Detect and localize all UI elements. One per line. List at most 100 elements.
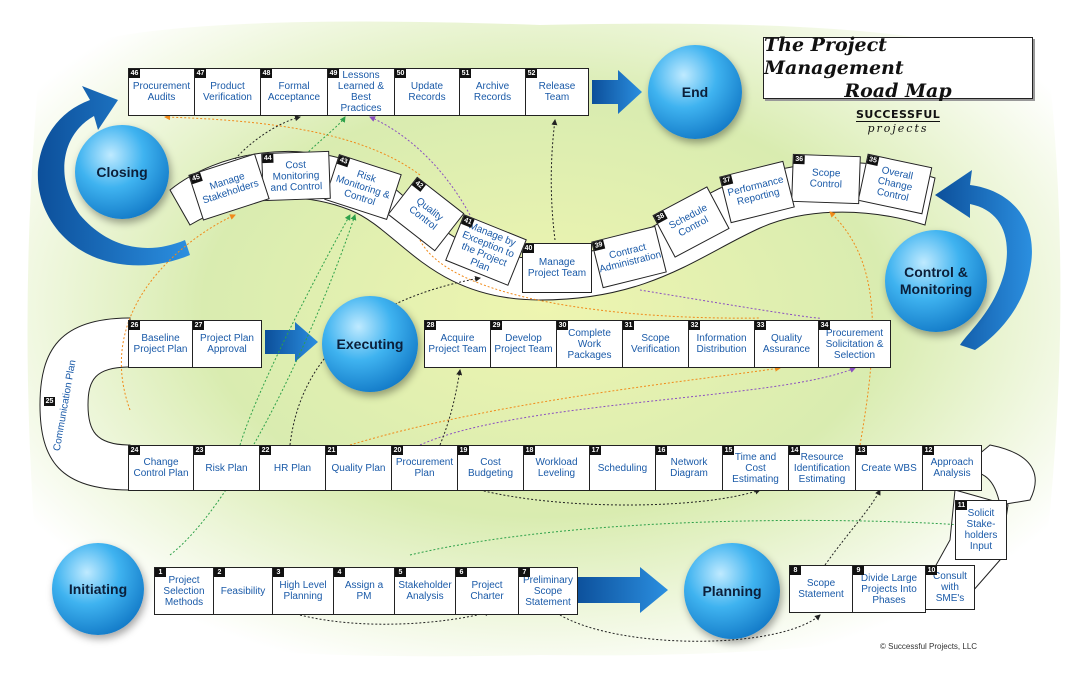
- step-24-number: 24: [129, 446, 140, 455]
- arrow-planning: [575, 567, 668, 613]
- step-9-label: Divide Large Projects Into Phases: [860, 572, 918, 606]
- phase-planning-label: Planning: [702, 582, 762, 599]
- step-18-number: 18: [524, 446, 535, 455]
- step-28-number: 28: [425, 321, 436, 330]
- step-48-number: 48: [261, 69, 272, 78]
- step-36-number: 36: [793, 154, 805, 165]
- step-6-number: 6: [456, 568, 467, 577]
- step-30-label: Complete Work Packages: [567, 327, 612, 361]
- step-46-number: 46: [129, 69, 140, 78]
- step-29-label: Develop Project Team: [494, 333, 553, 355]
- road-curve-left: [39, 317, 131, 491]
- brand-line-1: SUCCESSFUL: [856, 108, 941, 122]
- step-45-label: Manage Stakeholders: [201, 170, 261, 207]
- step-3-number: 3: [273, 568, 284, 577]
- step-1-label: Project Selection Methods: [163, 574, 205, 608]
- step-11-number: 11: [956, 501, 967, 510]
- step-22-number: 22: [260, 446, 271, 455]
- step-37-number: 37: [720, 174, 734, 187]
- step-23-label: Risk Plan: [205, 462, 248, 474]
- phase-executing-label: Executing: [336, 335, 404, 352]
- step-32-label: Information Distribution: [696, 333, 747, 355]
- step-4-label: Assign a PM: [344, 580, 384, 602]
- phase-end-label: End: [681, 83, 709, 100]
- step-50-number: 50: [395, 69, 406, 78]
- arrow-end: [592, 70, 642, 114]
- step-22-label: HR Plan: [273, 462, 312, 474]
- step-26-label: Baseline Project Plan: [133, 333, 188, 355]
- step-29-number: 29: [491, 321, 502, 330]
- copyright: © Successful Projects, LLC: [880, 642, 978, 651]
- step-20-number: 20: [392, 446, 403, 455]
- step-34-number: 34: [819, 321, 830, 330]
- step-51-number: 51: [460, 69, 471, 78]
- step-5-number: 5: [395, 568, 406, 577]
- title-line-1: The Project Management: [764, 33, 904, 79]
- step-13-number: 13: [856, 446, 867, 455]
- step-47-label: Product Verification: [203, 81, 252, 103]
- step-48-label: Formal Acceptance: [267, 81, 321, 103]
- step-15-number: 15: [723, 446, 734, 455]
- step-19-label: Cost Budgeting: [467, 457, 514, 479]
- step-35-number: 35: [866, 154, 880, 166]
- step-26-number: 26: [129, 321, 140, 330]
- phase-executing: Executing: [322, 296, 418, 392]
- step-28-label: Acquire Project Team: [428, 333, 487, 355]
- step-15-label: Time and Cost Estimating: [732, 451, 779, 485]
- step-37-label: Performance Reporting: [726, 174, 785, 208]
- step-8-number: 8: [790, 566, 801, 575]
- step-20-label: Procurement Plan: [395, 457, 454, 479]
- step-44-number: 44: [262, 153, 274, 164]
- step-40-label: Manage Project Team: [527, 257, 587, 279]
- step-45-number: 45: [189, 172, 203, 185]
- step-32-number: 32: [689, 321, 700, 330]
- phase-control-monitoring: Control & Monitoring: [885, 230, 987, 332]
- step-40-number: 40: [523, 244, 534, 253]
- step-47-number: 47: [195, 69, 206, 78]
- step-39-number: 39: [592, 239, 606, 252]
- step-16-label: Network Diagram: [670, 457, 708, 479]
- step-12-label: Approach Analysis: [930, 457, 974, 479]
- phase-planning: Planning: [684, 543, 780, 639]
- step-8-label: Scope Statement: [798, 578, 844, 600]
- step-10-number: 10: [926, 566, 937, 575]
- step-18-label: Workload Leveling: [535, 457, 578, 479]
- phase-closing: Closing: [75, 125, 169, 219]
- brand-line-2: projects: [867, 122, 929, 135]
- step-19-number: 19: [458, 446, 469, 455]
- step-52-label: Release Team: [538, 81, 576, 103]
- step-25-number: 25: [44, 397, 55, 406]
- step-35-label: Overall Change Control: [875, 164, 914, 204]
- step-46-label: Procurement Audits: [132, 81, 191, 103]
- step-49-label: Lessons Learned & Best Practices: [337, 70, 385, 114]
